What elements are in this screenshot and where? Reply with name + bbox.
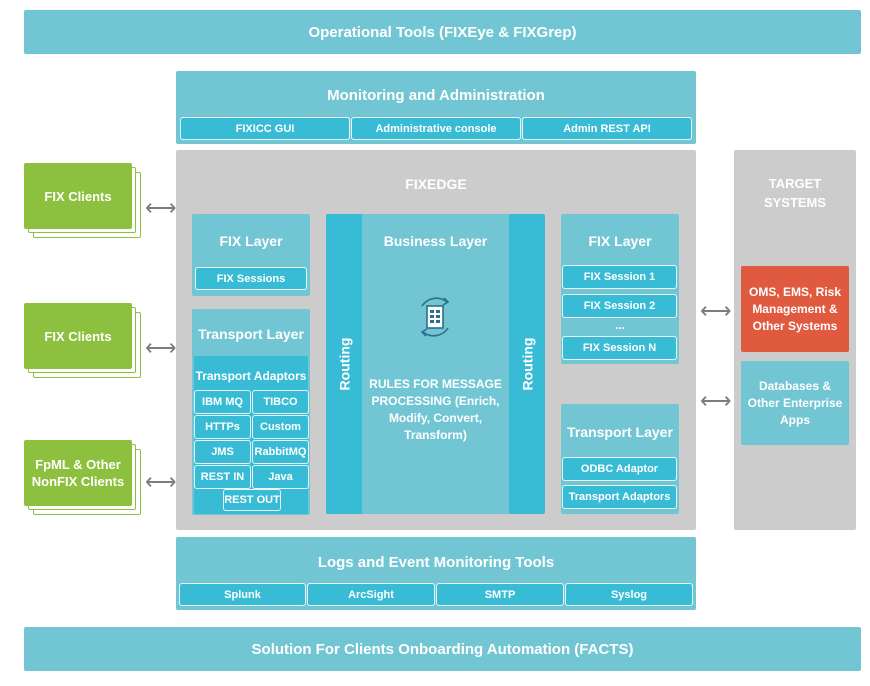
fix-clients-1-label: FIX Clients: [44, 188, 112, 204]
bidirectional-arrow-icon: ⟷: [700, 388, 732, 413]
routing-left-label: Routing: [336, 337, 352, 391]
logs-title: Logs and Event Monitoring Tools: [317, 554, 555, 571]
oms-ems-risk-label: OMS, EMS, Risk Management & Other System…: [748, 284, 842, 333]
monitoring-title: Monitoring and Administration: [327, 87, 545, 104]
transport-adaptors-box: Transport Adaptors IBM MQ TIBCO HTTPs Cu…: [194, 356, 309, 514]
facts-bar: Solution For Clients Onboarding Automati…: [24, 627, 861, 671]
databases-label: Databases & Other Enterprise Apps: [747, 378, 843, 427]
left-fix-layer-title: FIX Layer: [219, 233, 283, 249]
fix-session-2: FIX Session 2: [562, 294, 677, 318]
message-processing-rules: RULES FOR MESSAGE PROCESSING (Enrich, Mo…: [369, 377, 502, 442]
routing-right-label: Routing: [519, 337, 535, 391]
business-layer-title: Business Layer: [383, 233, 488, 249]
adaptor-https: HTTPs: [194, 415, 251, 439]
right-transport-layer: Transport Layer ODBC Adaptor Transport A…: [561, 404, 679, 514]
fixedge-title: FIXEDGE: [405, 176, 467, 192]
logs-panel: Logs and Event Monitoring Tools Splunk A…: [176, 537, 696, 610]
right-fix-layer: FIX Layer FIX Session 1 FIX Session 2 ..…: [561, 214, 679, 364]
right-fix-layer-title: FIX Layer: [588, 233, 652, 249]
target-systems-title: TARGET SYSTEMS: [763, 176, 827, 210]
databases-box: Databases & Other Enterprise Apps: [741, 361, 849, 445]
operational-tools-label: Operational Tools (FIXEye & FIXGrep): [308, 23, 577, 41]
left-transport-layer: Transport Layer Transport Adaptors IBM M…: [192, 309, 310, 515]
fixicc-gui: FIXICC GUI: [180, 117, 350, 140]
facts-label: Solution For Clients Onboarding Automati…: [251, 640, 634, 658]
adaptor-java: Java: [252, 465, 309, 489]
adaptor-tibco: TIBCO: [252, 390, 309, 414]
right-transport-adaptors: Transport Adaptors: [562, 485, 677, 509]
monitoring-panel: Monitoring and Administration FIXICC GUI…: [176, 71, 696, 144]
right-transport-title: Transport Layer: [567, 424, 673, 440]
business-layer-container: Routing Business Layer RULES FOR MESSAGE…: [326, 214, 545, 514]
fix-clients-2: FIX Clients: [24, 303, 132, 369]
server-cycle-icon: [410, 292, 460, 342]
fix-clients-1: FIX Clients: [24, 163, 132, 229]
adaptor-jms: JMS: [194, 440, 251, 464]
odbc-adaptor: ODBC Adaptor: [562, 457, 677, 481]
fix-session-ellipsis: ...: [614, 318, 625, 332]
adaptor-custom: Custom: [252, 415, 309, 439]
fpml-clients: FpML & Other NonFIX Clients: [24, 440, 132, 506]
log-splunk: Splunk: [179, 583, 306, 606]
routing-left: Routing: [328, 214, 360, 514]
bidirectional-arrow-icon: ⟷: [145, 469, 177, 494]
target-systems-panel: TARGET SYSTEMS OMS, EMS, Risk Management…: [734, 150, 856, 530]
adaptor-ibm-mq: IBM MQ: [194, 390, 251, 414]
left-fix-layer: FIX Layer FIX Sessions: [192, 214, 310, 296]
log-smtp: SMTP: [436, 583, 564, 606]
routing-right: Routing: [511, 214, 543, 514]
oms-ems-risk-box: OMS, EMS, Risk Management & Other System…: [741, 266, 849, 352]
bidirectional-arrow-icon: ⟷: [700, 298, 732, 323]
adaptor-rest-in: REST IN: [194, 465, 251, 489]
fix-session-n: FIX Session N: [562, 336, 677, 360]
left-transport-title: Transport Layer: [198, 326, 304, 342]
administrative-console: Administrative console: [351, 117, 521, 140]
bidirectional-arrow-icon: ⟷: [145, 195, 177, 220]
log-syslog: Syslog: [565, 583, 693, 606]
adaptor-rabbitmq: RabbitMQ: [252, 440, 309, 464]
adaptor-rest-out: REST OUT: [223, 489, 281, 511]
fix-session-1: FIX Session 1: [562, 265, 677, 289]
admin-rest-api: Admin REST API: [522, 117, 692, 140]
transport-adaptors-title: Transport Adaptors: [195, 369, 307, 383]
business-layer: Business Layer RULES FOR MESSAGE PROCESS…: [362, 214, 509, 514]
fpml-clients-label: FpML & Other NonFIX Clients: [31, 457, 125, 489]
operational-tools-bar: Operational Tools (FIXEye & FIXGrep): [24, 10, 861, 54]
fix-clients-2-label: FIX Clients: [44, 328, 112, 344]
bidirectional-arrow-icon: ⟷: [145, 335, 177, 360]
fix-sessions: FIX Sessions: [195, 267, 307, 290]
log-arcsight: ArcSight: [307, 583, 435, 606]
